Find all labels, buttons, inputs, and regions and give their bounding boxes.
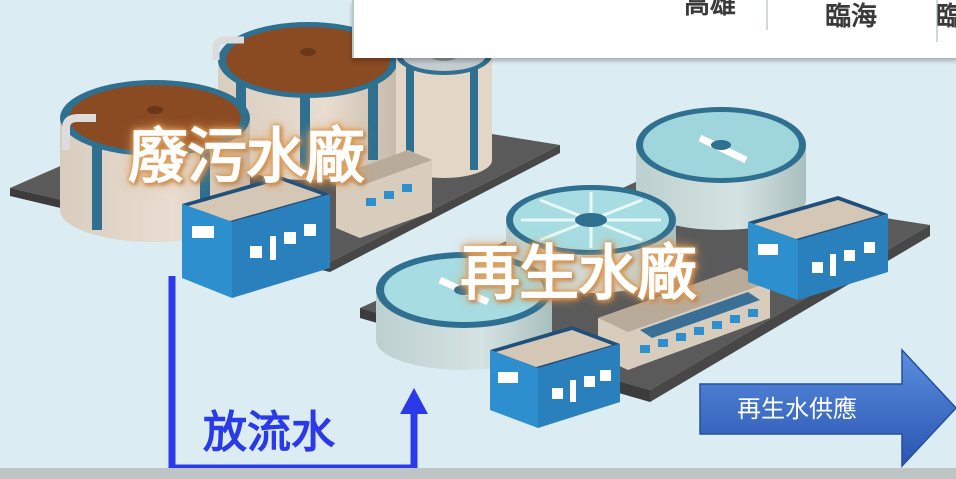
sludge-tank-front <box>60 36 250 242</box>
supply-arrow <box>699 348 956 468</box>
table-cell: 臨海 <box>766 0 938 42</box>
clarifier-front <box>376 252 552 370</box>
reclaimed-plant-label: 再生水廠 <box>460 239 697 309</box>
supply-label: 再生水供應 <box>737 395 857 423</box>
wastewater-plant-label: 廢污水廠 <box>128 122 365 192</box>
reclaimed-plant <box>360 107 930 428</box>
table-cell: 臨 <box>936 2 956 32</box>
clarifier-middle <box>506 185 676 293</box>
annex-building <box>336 150 432 238</box>
control-building-left <box>182 176 330 298</box>
control-building-front <box>490 326 620 428</box>
table-cell: 高雄 <box>654 0 768 30</box>
effluent-label: 放流水 <box>203 407 335 458</box>
top-table-panel: 高雄 臨海 臨 <box>352 0 956 58</box>
bottom-bar <box>0 468 956 479</box>
control-building-right <box>748 196 888 300</box>
clarifier-back <box>636 107 806 230</box>
process-building <box>598 268 770 370</box>
